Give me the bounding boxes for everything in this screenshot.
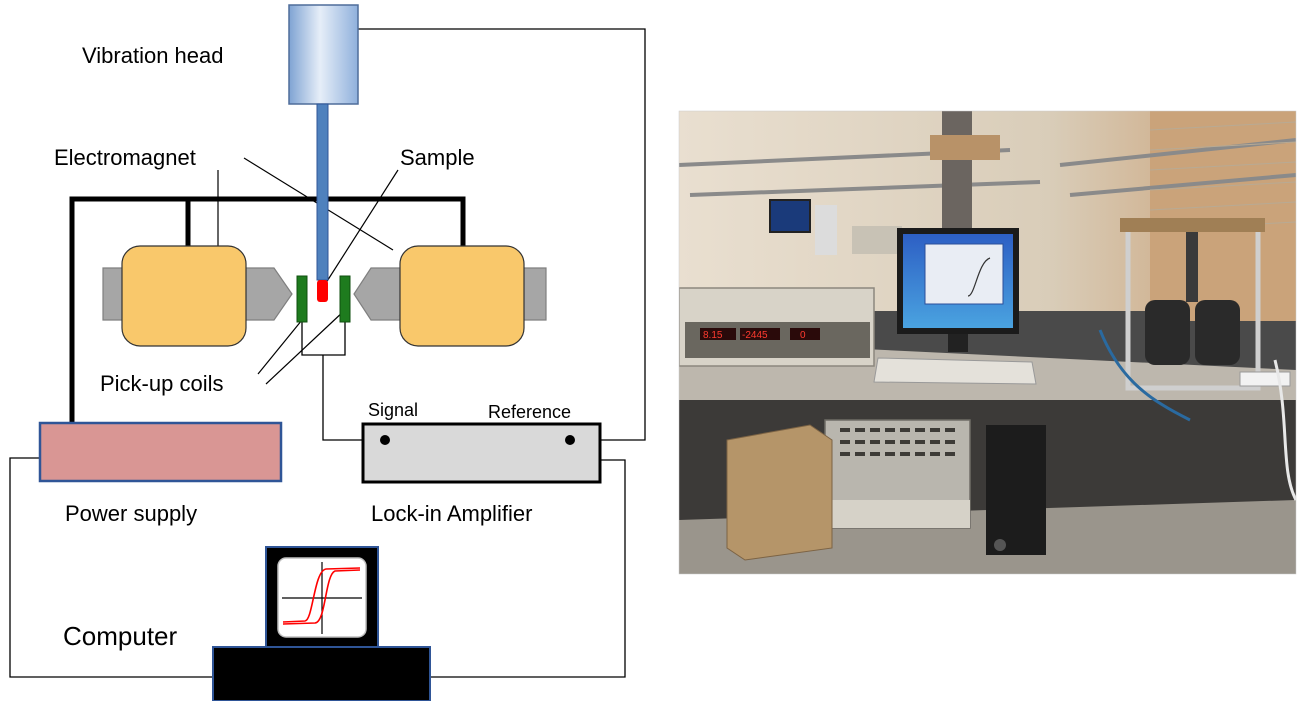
photo-bg-tower (815, 205, 837, 255)
pickup-leader-1 (257, 319, 303, 375)
photo-pc-logo (994, 539, 1006, 551)
label-power-supply: Power supply (65, 501, 197, 526)
photo-readout-2: -2445 (742, 330, 768, 341)
photo-border (678, 110, 1297, 575)
photo-cable (1098, 329, 1191, 422)
label-reference: Reference (488, 402, 571, 422)
hysteresis-curve-upper (282, 567, 361, 623)
label-electromagnet: Electromagnet (54, 145, 196, 170)
reference-wire (358, 28, 646, 441)
photo-cardboard-box (726, 424, 833, 561)
label-lockin-amplifier: Lock-in Amplifier (371, 501, 532, 526)
photo-shelves (679, 138, 1296, 197)
label-signal: Signal (368, 400, 418, 420)
photo-bg-monitor (769, 199, 811, 233)
label-computer: Computer (63, 621, 177, 651)
amplifier-computer-wire (430, 459, 626, 678)
power-supply-box (38, 421, 283, 483)
lab-photo: 8.15 -2445 0 (678, 110, 1297, 575)
lockin-amplifier-box (361, 422, 602, 484)
photo-readout-1: 8.15 (703, 330, 723, 341)
photo-amplifier-vents (840, 428, 955, 456)
photo-display-1 (700, 328, 736, 340)
right-electromagnet-core (399, 245, 525, 347)
photo-software-window (924, 243, 1004, 305)
vibration-head (288, 4, 359, 105)
photo-vsm-column (1186, 232, 1198, 302)
hysteresis-curve-lower (282, 569, 361, 625)
label-vibration-head: Vibration head (82, 43, 224, 68)
label-sample: Sample (400, 145, 475, 170)
photo-pc-tower (986, 425, 1046, 555)
power-wire-main (69, 196, 466, 422)
photo-readout-3: 0 (800, 330, 806, 341)
hysteresis-plot (282, 562, 362, 634)
photo-keyboard (873, 357, 1037, 385)
photo-vsm-top-plate (1120, 218, 1265, 232)
left-electromagnet-core (121, 245, 247, 347)
photo-pillar (942, 111, 972, 241)
right-pole-piece (353, 267, 403, 321)
sample-leader (323, 169, 399, 287)
right-pickup-coil (339, 275, 351, 323)
photo-bg-instrument (852, 226, 902, 254)
vsm-schematic: Vibration head Electromagnet Sample Pick… (9, 4, 646, 701)
signal-wires (9, 28, 646, 678)
photo-vsm-magnet-left (1145, 300, 1190, 365)
sample (317, 280, 328, 302)
signal-terminal (380, 435, 390, 445)
photo-cable-2 (1273, 359, 1296, 501)
left-pole-piece (241, 267, 293, 321)
coil-connection (301, 322, 346, 356)
reference-terminal (565, 435, 575, 445)
photo-amplifier-front (825, 500, 970, 528)
pickup-leader-2 (265, 309, 346, 385)
photo-display-2 (740, 328, 780, 340)
computer-base (212, 646, 431, 701)
label-pickup-coils: Pick-up coils (100, 371, 223, 396)
photo-monitor-stand (948, 334, 968, 352)
photo-box-top (930, 135, 1000, 160)
power-supply-computer-wire (9, 457, 213, 678)
photo-power-strip (1239, 371, 1291, 387)
power-wires (69, 196, 466, 422)
signal-wire (322, 355, 363, 441)
photo-vsm-magnet-right (1195, 300, 1240, 365)
photo-screen-curve (967, 257, 991, 297)
photo-display-3 (790, 328, 820, 340)
left-pickup-coil (296, 275, 308, 323)
sample-rod (316, 103, 329, 281)
